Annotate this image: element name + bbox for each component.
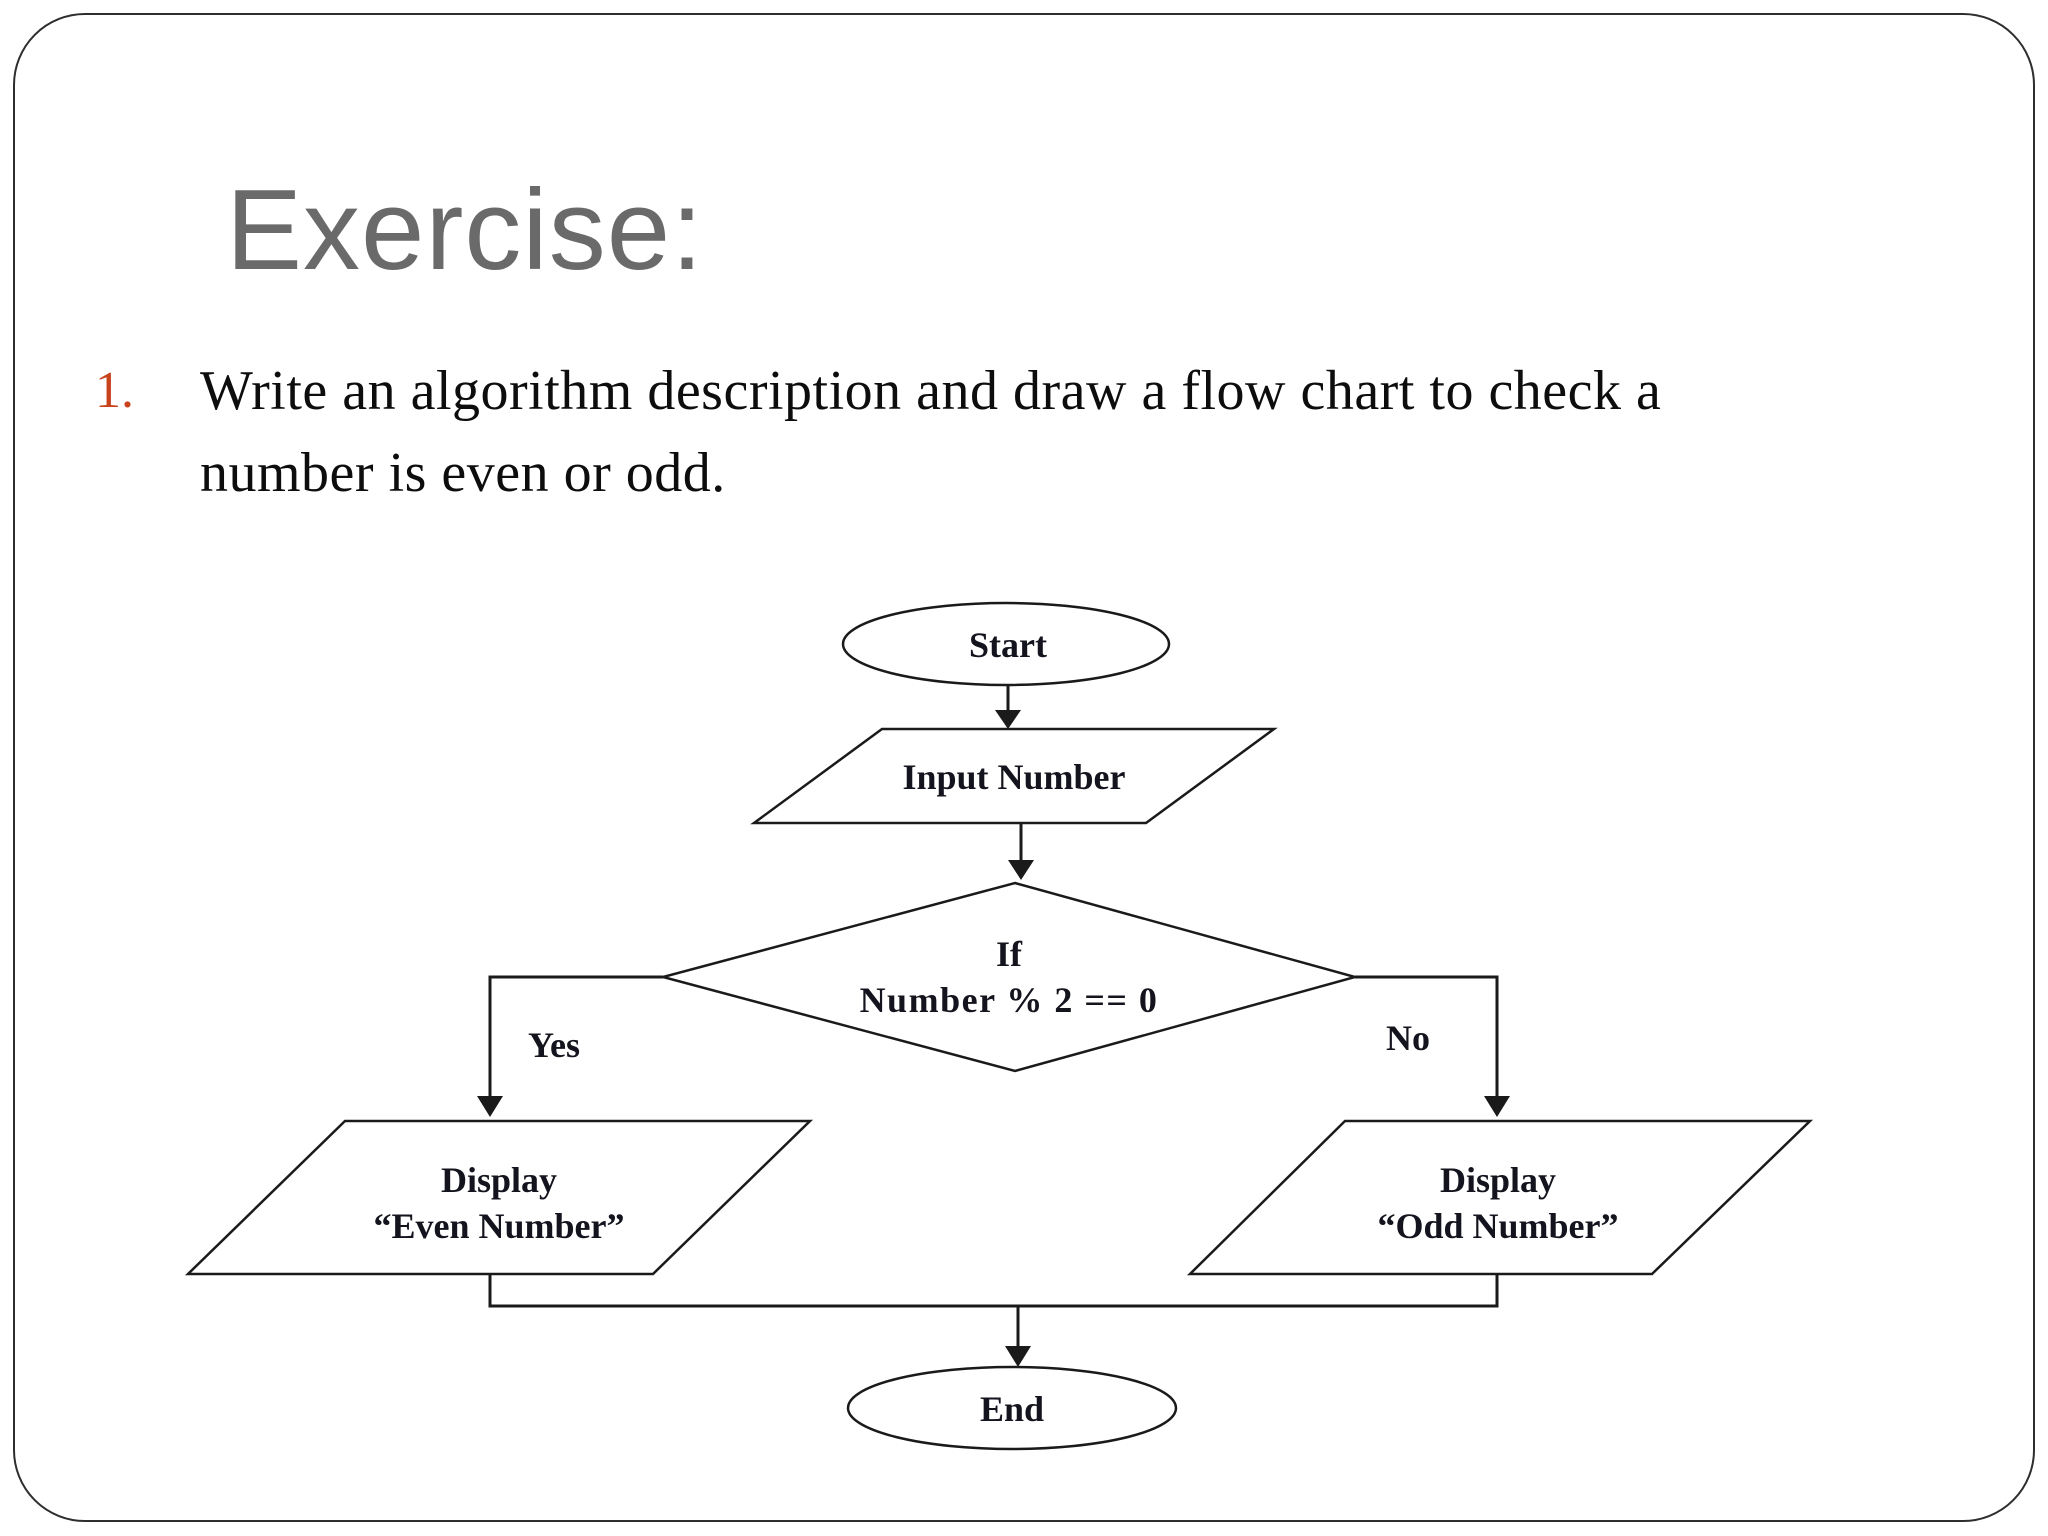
no-branch-connector: [1355, 975, 1510, 1117]
display-odd-parallelogram-shape: [1186, 1119, 1814, 1276]
arrowhead-icon: [1005, 1346, 1031, 1367]
arrowhead-icon: [1484, 1096, 1510, 1117]
exercise-text: Write an algorithm description and draw …: [200, 350, 1661, 514]
decision-label-line2: Number % 2 == 0: [860, 980, 1159, 1020]
arrow-merge-to-end: [1005, 1306, 1031, 1367]
arrowhead-icon: [1008, 860, 1034, 880]
arrow-start-to-input: [995, 686, 1021, 729]
display-even-label-line1: Display: [441, 1160, 557, 1200]
start-label: Start: [969, 625, 1047, 665]
yes-branch-connector: [477, 975, 663, 1117]
exercise-item: 1. Write an algorithm description and dr…: [95, 350, 1895, 514]
slide-title: Exercise:: [226, 167, 704, 294]
arrowhead-icon: [995, 710, 1021, 729]
arrowhead-icon: [477, 1096, 503, 1117]
end-terminator-shape: [846, 1365, 1178, 1451]
decision-diamond-shape: [658, 881, 1360, 1073]
display-even-label-line2: “Even Number”: [374, 1206, 625, 1246]
arrow-input-to-decision: [1008, 823, 1034, 880]
yes-label: Yes: [528, 1025, 580, 1065]
input-parallelogram-shape: [750, 727, 1278, 825]
exercise-text-line1: Write an algorithm description and draw …: [200, 360, 1662, 422]
display-odd-label-line1: Display: [1440, 1160, 1556, 1200]
input-label: Input Number: [902, 757, 1125, 797]
merge-connector-left: [488, 1274, 1018, 1308]
start-terminator-shape: [841, 601, 1171, 687]
list-item-number: 1.: [95, 362, 134, 419]
exercise-text-line2: number is even or odd.: [200, 442, 726, 504]
merge-connector-right: [1018, 1274, 1499, 1308]
end-label: End: [980, 1389, 1044, 1429]
no-label: No: [1386, 1018, 1430, 1058]
display-odd-label-line2: “Odd Number”: [1377, 1206, 1618, 1246]
decision-label-line1: If: [996, 934, 1023, 974]
display-even-parallelogram-shape: [184, 1119, 814, 1276]
